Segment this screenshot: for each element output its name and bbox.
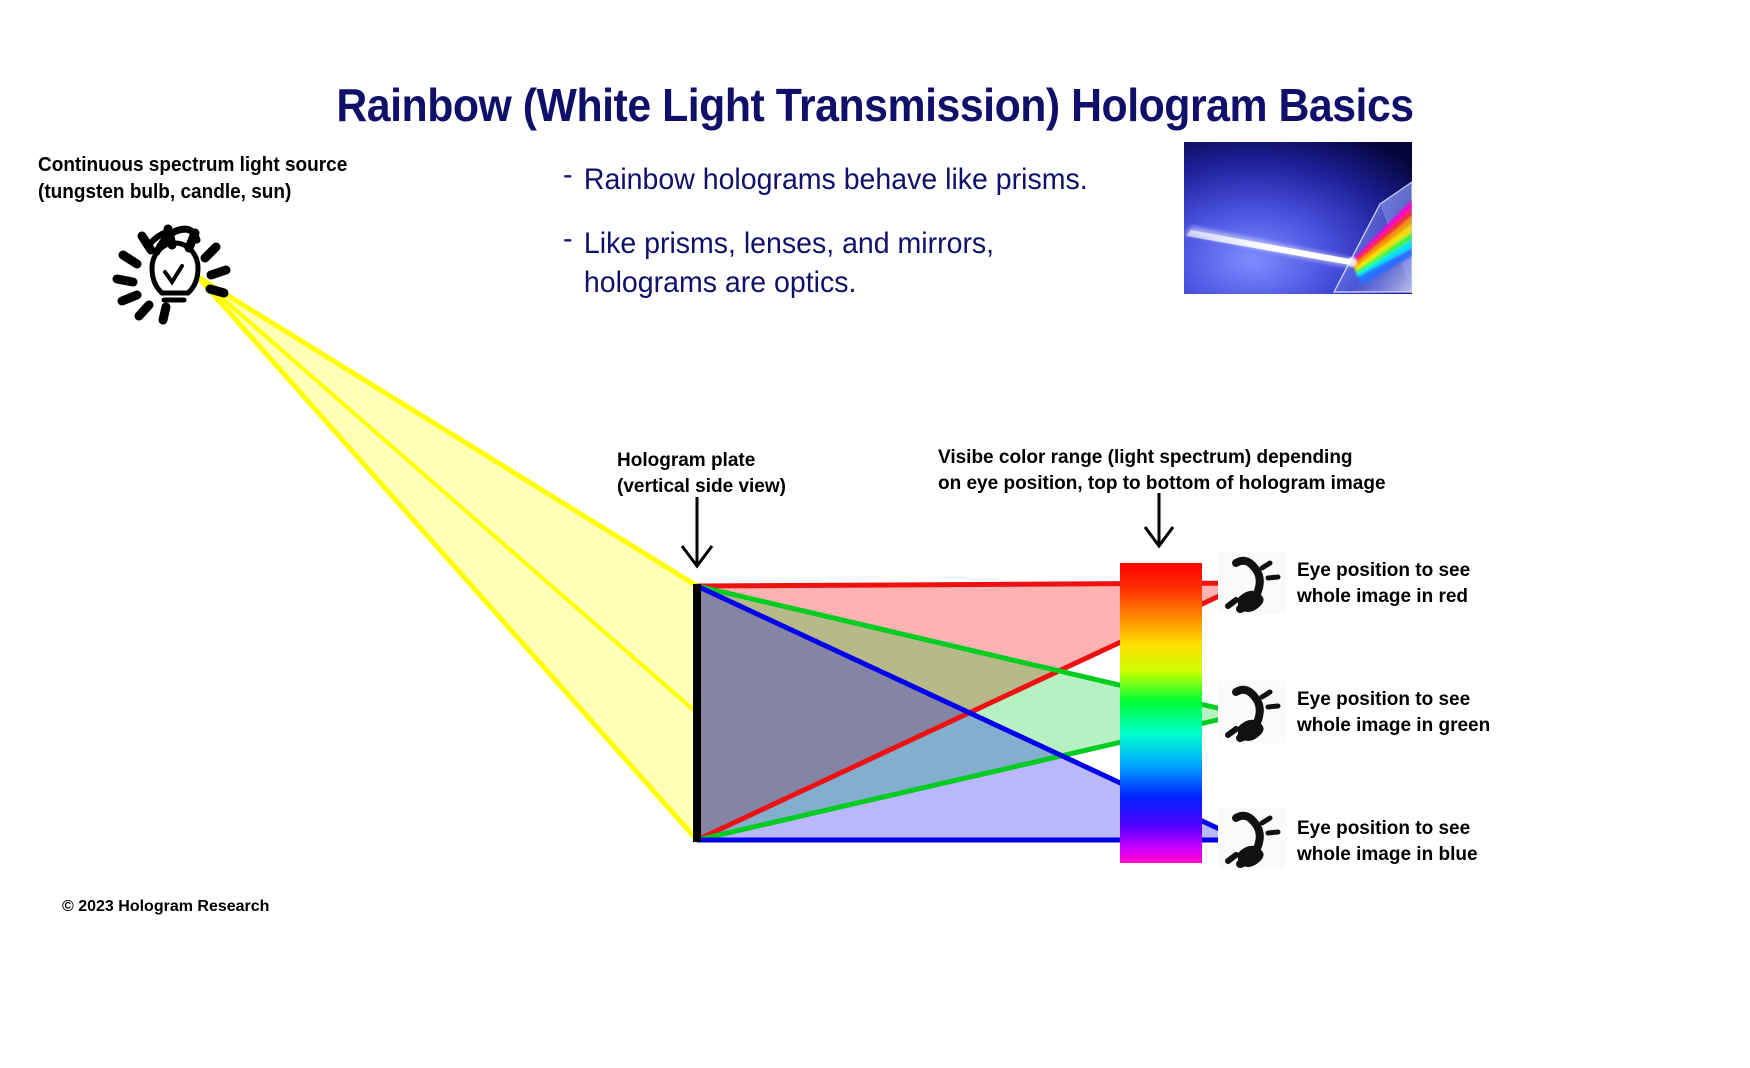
light-source-label: Continuous spectrum light source (tungst… — [38, 152, 347, 206]
arrow-down-icon — [680, 497, 714, 569]
eye-position-label-green-line2: whole image in green — [1297, 714, 1491, 736]
eye-position-label-red-line1: Eye position to see — [1297, 560, 1471, 581]
color-range-label-line1: Visibe color range (light spectrum) depe… — [938, 447, 1353, 468]
light-bulb-icon — [112, 224, 231, 325]
eye-position-label-blue-line1: Eye position to see — [1297, 818, 1471, 839]
bullet-dash: - — [563, 221, 573, 255]
bullet-text: Rainbow holograms behave like prisms. — [583, 163, 1088, 196]
light-source-label-line2: (tungsten bulb, candle, sun) — [38, 181, 292, 203]
eye-position-label-green-line1: Eye position to see — [1297, 689, 1471, 710]
eye-position-label-blue: Eye position to see whole image in blue — [1297, 816, 1478, 867]
prism-photo-svg — [1184, 142, 1412, 294]
arrow-down-icon — [1143, 493, 1175, 549]
page-title: Rainbow (White Light Transmission) Holog… — [336, 79, 1414, 131]
bullet-item: - Like prisms, lenses, and mirrors, holo… — [563, 221, 1171, 303]
eye-position-label-red-line2: whole image in red — [1297, 585, 1469, 607]
bullet-dash: - — [563, 158, 573, 191]
color-range-label-line2: on eye position, top to bottom of hologr… — [938, 472, 1386, 494]
spectrum-bar — [1120, 563, 1202, 863]
eye-icon — [1218, 552, 1286, 614]
color-range-label: Visibe color range (light spectrum) depe… — [938, 445, 1386, 496]
eye-position-label-green: Eye position to see whole image in green — [1297, 687, 1490, 738]
bullet-text: Like prisms, lenses, and mirrors, hologr… — [583, 226, 995, 300]
eye-position-label-red: Eye position to see whole image in red — [1297, 558, 1470, 609]
diffracted-beams-fill — [697, 583, 1247, 840]
eye-icon — [1218, 681, 1286, 743]
eye-position-label-blue-line2: whole image in blue — [1297, 843, 1478, 865]
prism-photo — [1184, 142, 1412, 294]
eye-icon — [1218, 807, 1286, 869]
dispersed-spectrum — [1352, 200, 1412, 285]
refraction-point — [1347, 257, 1357, 267]
hologram-plate-label-line1: Hologram plate — [617, 450, 756, 471]
hologram-plate-label: Hologram plate (vertical side view) — [617, 448, 786, 499]
bullet-item: - Rainbow holograms behave like prisms. — [563, 160, 1171, 200]
bullet-list: - Rainbow holograms behave like prisms. … — [563, 160, 1171, 327]
light-source-label-line1: Continuous spectrum light source — [38, 154, 348, 176]
copyright-notice: © 2023 Hologram Research — [62, 898, 270, 915]
incoming-beam-core — [1186, 230, 1350, 265]
hologram-plate-label-line2: (vertical side view) — [617, 475, 786, 497]
diffracted-beams-edges — [695, 580, 1249, 843]
illumination-beam — [196, 274, 699, 842]
